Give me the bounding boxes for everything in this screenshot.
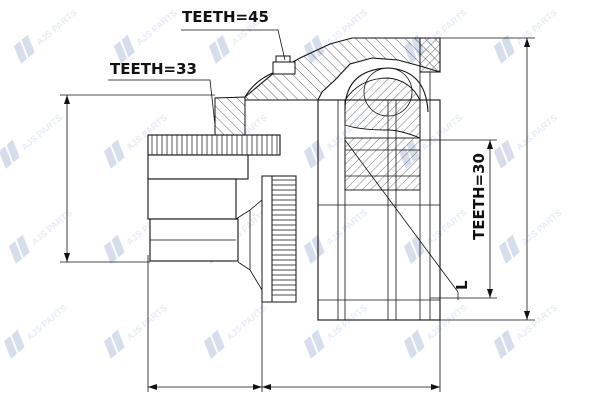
svg-text:AJS PARTS: AJS PARTS: [19, 112, 64, 152]
ajs-parts-logo: AJS PARTS: [203, 302, 269, 359]
stub-shaft: [147, 134, 281, 292]
svg-text:AJS PARTS: AJS PARTS: [24, 302, 69, 342]
ajs-parts-logo: AJS PARTS: [493, 302, 559, 359]
svg-text:AJS PARTS: AJS PARTS: [134, 7, 179, 47]
svg-text:AJS PARTS: AJS PARTS: [34, 7, 79, 47]
ajs-parts-logo: AJS PARTS: [498, 207, 564, 264]
svg-text:AJS PARTS: AJS PARTS: [424, 302, 469, 342]
dimension-lines: [60, 29, 535, 392]
ajs-parts-logo: AJS PARTS: [493, 7, 559, 64]
svg-text:AJS PARTS: AJS PARTS: [514, 112, 559, 152]
spline-bump: [272, 55, 296, 75]
svg-text:AJS PARTS: AJS PARTS: [424, 207, 469, 247]
ajs-parts-logo: AJS PARTS: [303, 207, 369, 264]
ajs-parts-logo: AJS PARTS: [3, 302, 69, 359]
ajs-parts-logo: AJS PARTS: [113, 7, 179, 64]
ajs-parts-logo: AJS PARTS: [0, 112, 64, 169]
ajs-parts-logo: AJS PARTS: [403, 207, 469, 264]
housing-section: [214, 37, 441, 136]
joint-body: [317, 67, 441, 321]
length-label: L: [453, 280, 471, 290]
svg-text:AJS PARTS: AJS PARTS: [419, 112, 464, 152]
svg-text:AJS PARTS: AJS PARTS: [514, 302, 559, 342]
teeth-inner-label: TEETH=30: [470, 153, 488, 240]
ajs-parts-logo: AJS PARTS: [8, 207, 74, 264]
ajs-parts-logo: AJS PARTS: [103, 302, 169, 359]
ajs-parts-logo: AJS PARTS: [403, 302, 469, 359]
teeth-outer-label: TEETH=45: [182, 8, 269, 26]
svg-text:AJS PARTS: AJS PARTS: [519, 207, 564, 247]
svg-text:AJS PARTS: AJS PARTS: [514, 7, 559, 47]
svg-text:AJS PARTS: AJS PARTS: [124, 302, 169, 342]
teeth-shaft-label: TEETH=33: [110, 60, 197, 78]
ajs-parts-logo: AJS PARTS: [493, 112, 559, 169]
abs-ring: [261, 175, 297, 303]
ajs-parts-logo: AJS PARTS: [13, 7, 79, 64]
svg-text:AJS PARTS: AJS PARTS: [324, 302, 369, 342]
svg-text:AJS PARTS: AJS PARTS: [324, 207, 369, 247]
ajs-parts-logo: AJS PARTS: [303, 302, 369, 359]
